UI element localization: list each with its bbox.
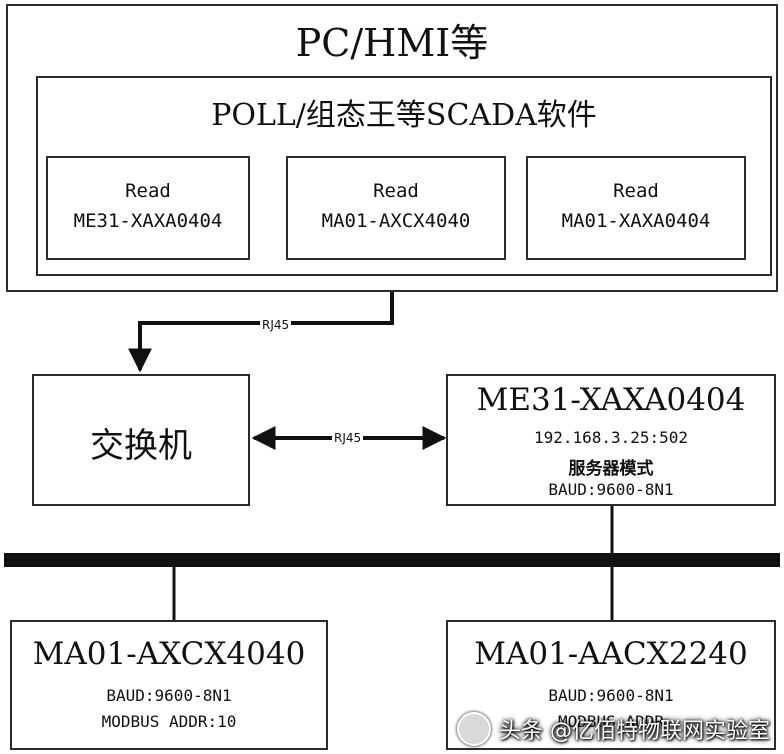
slave-title: MA01-AXCX4040 [32,636,306,672]
me31-mode: 服务器模式 [568,459,654,479]
read-device: MA01-XAXA0404 [561,210,711,232]
read-device: MA01-AXCX4040 [321,210,471,232]
rs485-bus [4,553,780,567]
read-label: Read [125,180,171,202]
switch-label: 交换机 [90,426,192,466]
me31-ip: 192.168.3.25:502 [533,428,689,447]
watermark-logo-icon [457,712,491,746]
switch-box: 交换机 [32,374,250,506]
slave-title: MA01-AACX2240 [474,636,748,672]
slave-box-2: MA01-AACX2240 BAUD:9600-8N1 MODBUS ADDR [446,620,776,750]
me31-box: ME31-XAXA0404 192.168.3.25:502 服务器模式 BAU… [446,374,776,506]
slave-addr: MODBUS ADDR [558,712,664,731]
read-box-2: Read MA01-AXCX4040 [286,156,506,260]
slave-baud: BAUD:9600-8N1 [106,686,232,705]
me31-baud: BAUD:9600-8N1 [548,480,674,499]
pc-hmi-box: PC/HMI等 POLL/组态王等SCADA软件 Read ME31-XAXA0… [6,4,778,292]
link-label-switch-me31: RJ45 [332,431,364,445]
read-box-1: Read ME31-XAXA0404 [46,156,250,260]
slave-box-1: MA01-AXCX4040 BAUD:9600-8N1 MODBUS ADDR:… [10,620,328,750]
slave-addr: MODBUS ADDR:10 [101,712,237,731]
watermark-text: 头条 @亿佰特物联网实验室 [499,719,770,744]
me31-title: ME31-XAXA0404 [476,382,746,418]
read-label: Read [613,180,659,202]
pc-hmi-title: PC/HMI等 [295,21,489,65]
read-label: Read [373,180,419,202]
slave-baud: BAUD:9600-8N1 [548,686,674,705]
watermark: 头条 @亿佰特物联网实验室 [457,708,770,750]
link-label-pc-switch: RJ45 [260,318,292,332]
scada-box: POLL/组态王等SCADA软件 Read ME31-XAXA0404 Read… [36,76,772,276]
scada-title: POLL/组态王等SCADA软件 [211,98,597,133]
read-device: ME31-XAXA0404 [73,210,223,232]
read-box-3: Read MA01-XAXA0404 [526,156,746,260]
